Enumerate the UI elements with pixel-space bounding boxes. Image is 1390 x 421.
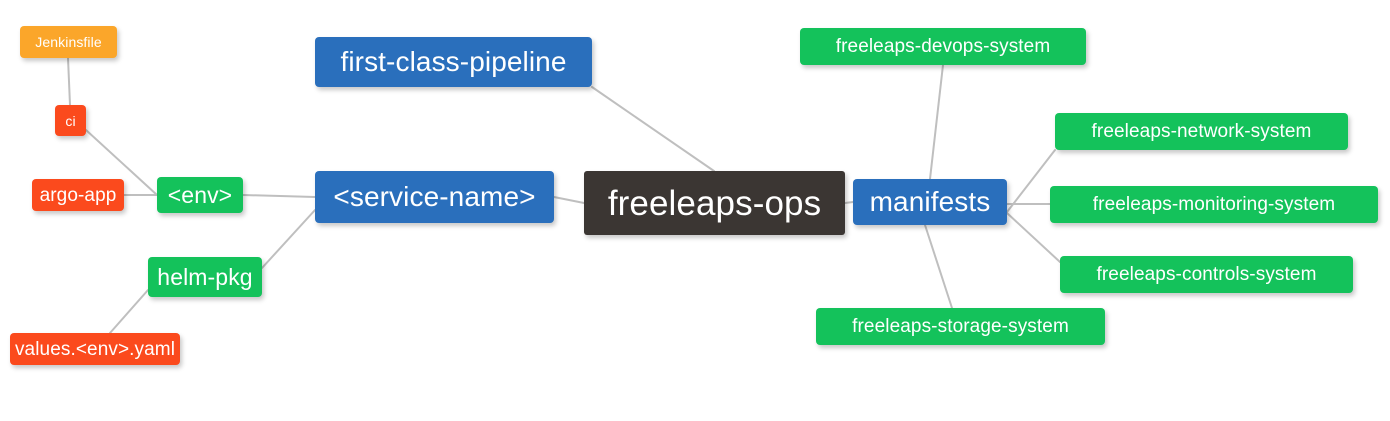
edge-service-name-to-helm-pkg bbox=[261, 209, 316, 269]
edge-helm-pkg-to-values-env-yaml bbox=[109, 289, 149, 334]
node-label: helm-pkg bbox=[157, 263, 253, 290]
mindmap-node-freeleaps-devops-system[interactable]: freeleaps-devops-system bbox=[800, 28, 1086, 65]
node-label: freeleaps-ops bbox=[607, 183, 822, 223]
mindmap-node-service-name[interactable]: <service-name> bbox=[315, 171, 554, 223]
node-label: values.<env>.yaml bbox=[14, 338, 176, 360]
mindmap-node-first-class-pipeline[interactable]: first-class-pipeline bbox=[315, 37, 592, 87]
mindmap-node-freeleaps-monitoring-system[interactable]: freeleaps-monitoring-system bbox=[1050, 186, 1378, 223]
edge-manifests-to-freeleaps-devops-system bbox=[929, 64, 944, 180]
node-label: freeleaps-storage-system bbox=[852, 316, 1069, 337]
node-label: ci bbox=[65, 112, 76, 129]
node-label: freeleaps-monitoring-system bbox=[1092, 194, 1336, 215]
edge-manifests-to-freeleaps-network-system bbox=[1006, 149, 1056, 213]
mindmap-node-env[interactable]: <env> bbox=[157, 177, 243, 213]
mindmap-node-helm-pkg[interactable]: helm-pkg bbox=[148, 257, 262, 297]
edge-ci-to-jenkinsfile bbox=[67, 57, 71, 106]
edge-freeleaps-ops-to-service-name bbox=[553, 196, 585, 204]
mindmap-node-freeleaps-network-system[interactable]: freeleaps-network-system bbox=[1055, 113, 1348, 150]
mindmap-node-argo-app[interactable]: argo-app bbox=[32, 179, 124, 211]
node-label: freeleaps-controls-system bbox=[1096, 264, 1317, 285]
mindmap-node-freeleaps-controls-system[interactable]: freeleaps-controls-system bbox=[1060, 256, 1353, 293]
edge-freeleaps-ops-to-manifests bbox=[844, 201, 854, 204]
node-label: <service-name> bbox=[333, 181, 536, 212]
mindmap-node-manifests[interactable]: manifests bbox=[853, 179, 1007, 225]
edge-service-name-to-env bbox=[242, 194, 316, 198]
edge-freeleaps-ops-to-first-class-pipeline bbox=[591, 86, 715, 172]
node-label: Jenkinsfile bbox=[35, 34, 102, 50]
mindmap-node-values-env-yaml[interactable]: values.<env>.yaml bbox=[10, 333, 180, 365]
mindmap-node-freeleaps-ops[interactable]: freeleaps-ops bbox=[584, 171, 845, 235]
node-label: <env> bbox=[167, 181, 233, 208]
node-label: freeleaps-devops-system bbox=[835, 36, 1051, 57]
mindmap-node-freeleaps-storage-system[interactable]: freeleaps-storage-system bbox=[816, 308, 1105, 345]
mindmap-node-ci[interactable]: ci bbox=[55, 105, 86, 136]
node-label: argo-app bbox=[39, 184, 117, 206]
mindmap-node-jenkinsfile[interactable]: Jenkinsfile bbox=[20, 26, 117, 58]
node-label: manifests bbox=[869, 186, 991, 217]
node-label: first-class-pipeline bbox=[340, 46, 567, 77]
node-label: freeleaps-network-system bbox=[1091, 121, 1312, 142]
edge-manifests-to-freeleaps-storage-system bbox=[924, 224, 953, 309]
